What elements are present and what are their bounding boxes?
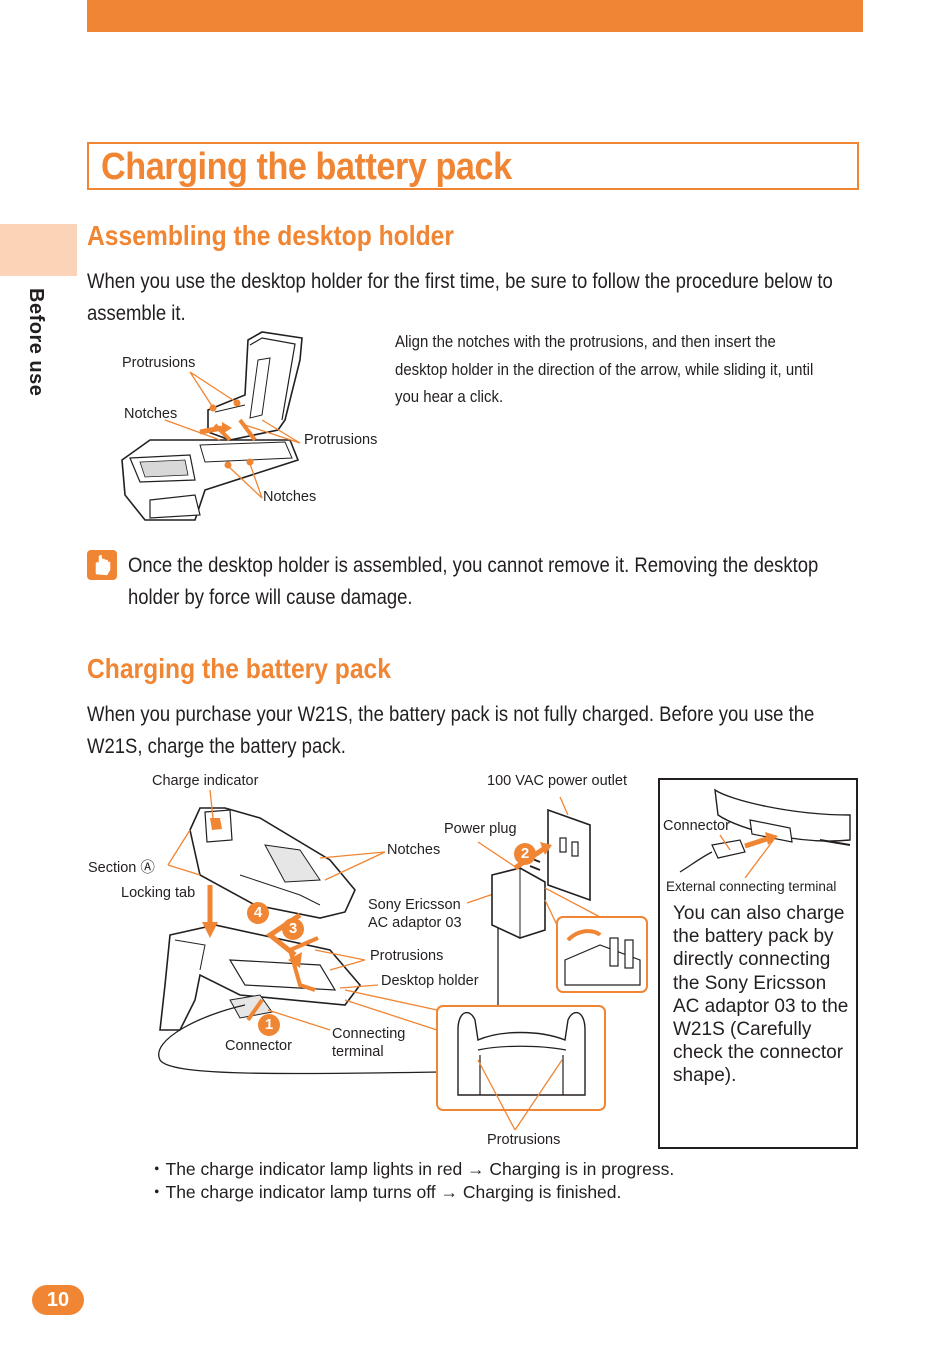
label-power-plug: Power plug bbox=[444, 821, 517, 837]
step-badge-3: 3 bbox=[282, 918, 304, 940]
label-notches-left: Notches bbox=[124, 406, 178, 422]
step-badge-2: 2 bbox=[514, 843, 536, 865]
list-item: ・The charge indicator lamp turns off → C… bbox=[148, 1182, 622, 1202]
step-badge-1: 1 bbox=[258, 1014, 280, 1036]
section-heading-charging: Charging the battery pack bbox=[87, 653, 391, 684]
direct-charge-box bbox=[658, 778, 858, 1149]
label-power-outlet: 100 VAC power outlet bbox=[487, 773, 627, 789]
page-number: 10 bbox=[32, 1285, 84, 1315]
section-intro-assembling: When you use the desktop holder for the … bbox=[87, 270, 833, 325]
label-connecting-terminal: Connecting terminal bbox=[332, 1026, 406, 1060]
page-title: Charging the battery pack bbox=[101, 146, 512, 188]
label-connector: Connector bbox=[225, 1038, 292, 1054]
direct-charge-text: You can also charge the battery pack by … bbox=[673, 903, 849, 1087]
assembly-instruction: Align the notches with the protrusions, … bbox=[395, 332, 814, 406]
label-adaptor: Sony Ericsson AC adaptor 03 bbox=[368, 897, 462, 931]
label-charge-indicator: Charge indicator bbox=[152, 773, 259, 789]
side-tab bbox=[0, 224, 77, 276]
hand-warning-icon bbox=[87, 550, 117, 580]
label-locking-tab: Locking tab bbox=[121, 885, 196, 901]
page-title-box: Charging the battery pack bbox=[87, 142, 859, 190]
section-heading-assembling: Assembling the desktop holder bbox=[87, 220, 454, 251]
label-notches-bottom: Notches bbox=[263, 489, 317, 505]
list-item: ・The charge indicator lamp lights in red… bbox=[148, 1159, 675, 1179]
label-protrusions-bottom: Protrusions bbox=[487, 1132, 561, 1148]
label-notches: Notches bbox=[387, 842, 441, 858]
warning-text: Once the desktop holder is assembled, yo… bbox=[128, 554, 819, 609]
side-tab-label: Before use bbox=[25, 288, 47, 397]
charge-status-list: ・The charge indicator lamp lights in red… bbox=[148, 1158, 674, 1204]
label-box-external-terminal: External connecting terminal bbox=[666, 879, 837, 894]
label-box-connector: Connector bbox=[663, 818, 730, 834]
step-badge-4: 4 bbox=[247, 902, 269, 924]
label-protrusions-top: Protrusions bbox=[122, 355, 196, 371]
label-protrusions-right: Protrusions bbox=[304, 432, 378, 448]
label-section-a: Section Ⓐ bbox=[88, 860, 155, 876]
label-protrusions: Protrusions bbox=[370, 948, 444, 964]
label-desktop-holder: Desktop holder bbox=[381, 973, 479, 989]
section-intro-charging: When you purchase your W21S, the battery… bbox=[87, 703, 815, 758]
top-accent-bar bbox=[87, 0, 863, 32]
